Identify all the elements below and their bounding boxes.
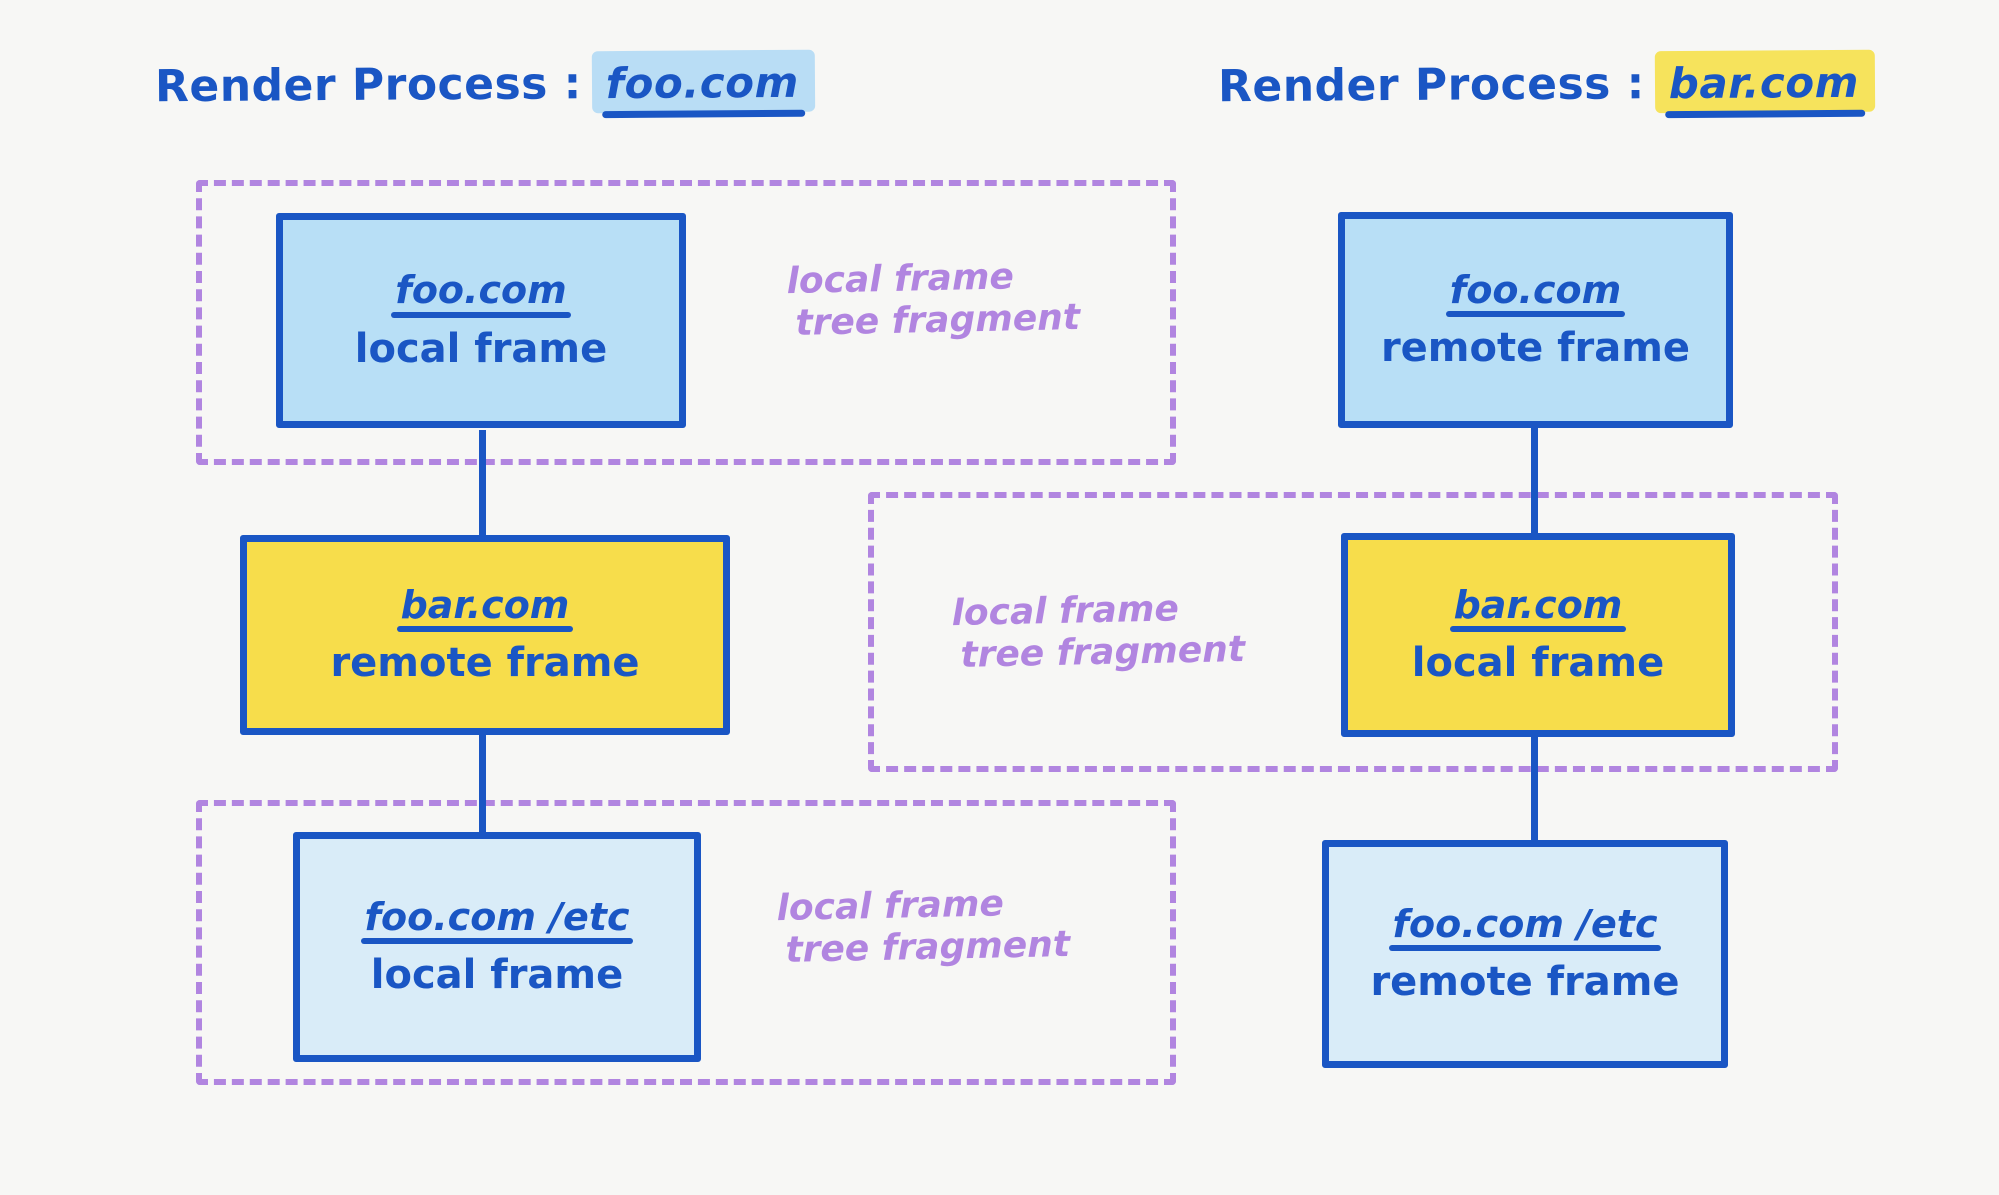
frame-box-bar-remote[interactable]: bar.com remote frame	[240, 535, 730, 735]
process-title-prefix-foo: Render Process :	[154, 58, 582, 113]
connector-foo-1	[479, 430, 486, 550]
fragment-region-foo-bottom	[196, 800, 1176, 1085]
frame-kind: remote frame	[1380, 325, 1691, 372]
process-title-foo: Render Process : foo.com	[154, 56, 809, 119]
connector-bar-2	[1531, 735, 1538, 845]
process-name-underline-bar	[1664, 109, 1866, 119]
url-underline	[396, 626, 574, 633]
frame-kind: remote frame	[330, 640, 640, 687]
fragment-region-bar-middle	[868, 492, 1838, 772]
process-name-underline-foo	[601, 109, 805, 119]
frame-box-fooetc-local[interactable]: foo.com /etc local frame	[293, 832, 701, 1062]
url-underline	[360, 938, 634, 945]
fragment-label-bar-middle: local frame tree fragment	[951, 588, 1246, 677]
frame-kind: remote frame	[1370, 959, 1680, 1006]
frame-url: bar.com	[1449, 585, 1627, 633]
frame-url: foo.com /etc	[360, 897, 634, 945]
process-name-foo: foo.com	[596, 56, 809, 119]
url-underline	[1449, 626, 1627, 633]
frame-url: foo.com	[1445, 270, 1626, 318]
url-underline	[1445, 311, 1626, 318]
frame-box-bar-local[interactable]: bar.com local frame	[1341, 533, 1735, 737]
frame-kind: local frame	[370, 952, 624, 999]
connector-foo-2	[479, 730, 486, 840]
frame-kind: local frame	[354, 325, 608, 372]
frame-url: foo.com	[391, 270, 571, 318]
frame-box-foo-local[interactable]: foo.com local frame	[276, 213, 686, 428]
frame-box-fooetc-remote[interactable]: foo.com /etc remote frame	[1322, 840, 1728, 1068]
frame-box-foo-remote[interactable]: foo.com remote frame	[1338, 212, 1733, 428]
url-underline	[1388, 945, 1662, 952]
fragment-label-foo-bottom: local frame tree fragment	[776, 883, 1071, 972]
process-title-prefix-bar: Render Process :	[1217, 58, 1645, 113]
fragment-label-foo-top: local frame tree fragment	[786, 256, 1081, 345]
connector-bar-1	[1531, 428, 1538, 548]
process-title-bar: Render Process : bar.com	[1217, 56, 1869, 119]
frame-url: bar.com	[396, 585, 574, 633]
frame-url: foo.com /etc	[1388, 904, 1662, 952]
fragment-region-foo-top	[196, 180, 1176, 465]
url-underline	[391, 311, 571, 318]
process-name-bar: bar.com	[1659, 56, 1869, 119]
frame-kind: local frame	[1411, 640, 1665, 687]
